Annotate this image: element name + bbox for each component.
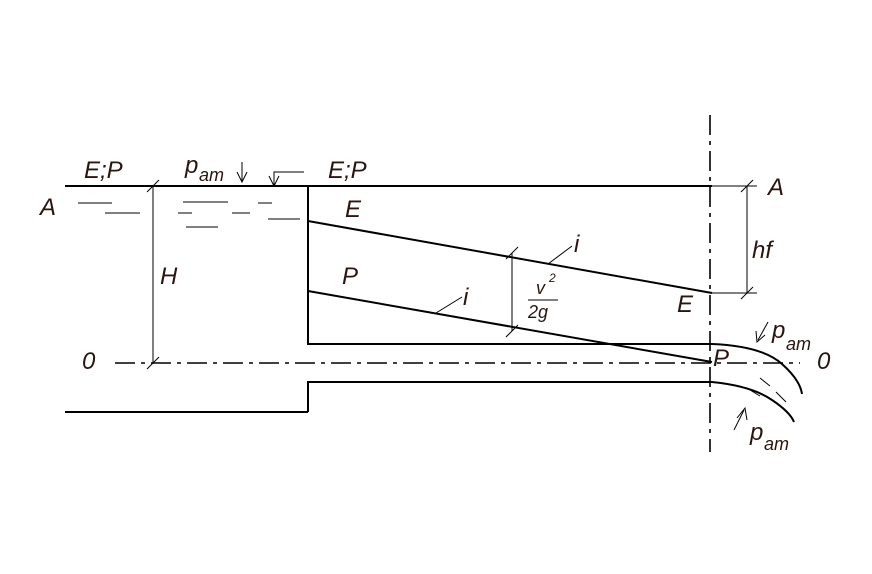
label-EP-reservoir: E;P <box>84 157 123 184</box>
piezometric-line <box>307 290 713 363</box>
label-zero-left: 0 <box>82 348 96 375</box>
label-E-end: E <box>677 291 694 318</box>
energy-line <box>307 220 713 294</box>
atmospheric-pressure-arrow-bottom <box>733 406 748 431</box>
H-dimension <box>146 179 160 370</box>
label-v: v <box>536 278 546 298</box>
piezometer-tube <box>268 171 304 188</box>
label-v-exponent: 2 <box>548 271 556 285</box>
label-A-left: A <box>38 194 56 221</box>
label-EP-pipe: E;P <box>328 157 367 184</box>
pipe <box>307 185 712 412</box>
label-p-atm-bottom-sub: am <box>764 434 789 454</box>
label-p-atm-top-sub: am <box>199 165 224 185</box>
atmospheric-pressure-arrow-right <box>755 321 769 344</box>
atmospheric-pressure-arrow-top <box>236 162 248 184</box>
label-E-start: E <box>345 196 362 223</box>
label-p-atm-right-sub: am <box>786 334 811 354</box>
label-H: H <box>160 263 178 290</box>
label-p-atm-bottom: p <box>749 419 763 446</box>
label-P-start: P <box>342 263 358 290</box>
label-p-atm-top: p <box>184 152 198 179</box>
outlet-jet <box>711 343 803 423</box>
label-hf: hf <box>752 237 774 264</box>
velocity-head-dimension <box>505 246 558 338</box>
label-i-energy: i <box>574 231 580 258</box>
label-P-end: P <box>713 345 729 372</box>
piezo-slope-leader <box>435 296 463 314</box>
pipe-upper-wall <box>307 186 712 345</box>
water-surface-hatching <box>78 201 300 228</box>
jet-upper-boundary <box>711 343 803 395</box>
label-2g: 2g <box>527 302 548 322</box>
label-p-atm-right: p <box>771 317 785 344</box>
label-A-right: A <box>766 174 784 201</box>
hf-dimension <box>712 179 757 300</box>
reservoir <box>65 185 308 413</box>
jet-lower-boundary <box>711 381 795 423</box>
label-zero-right: 0 <box>817 348 831 375</box>
label-i-piezo: i <box>463 284 469 311</box>
energy-slope-leader <box>547 245 573 265</box>
pipe-lower-wall <box>307 381 712 412</box>
